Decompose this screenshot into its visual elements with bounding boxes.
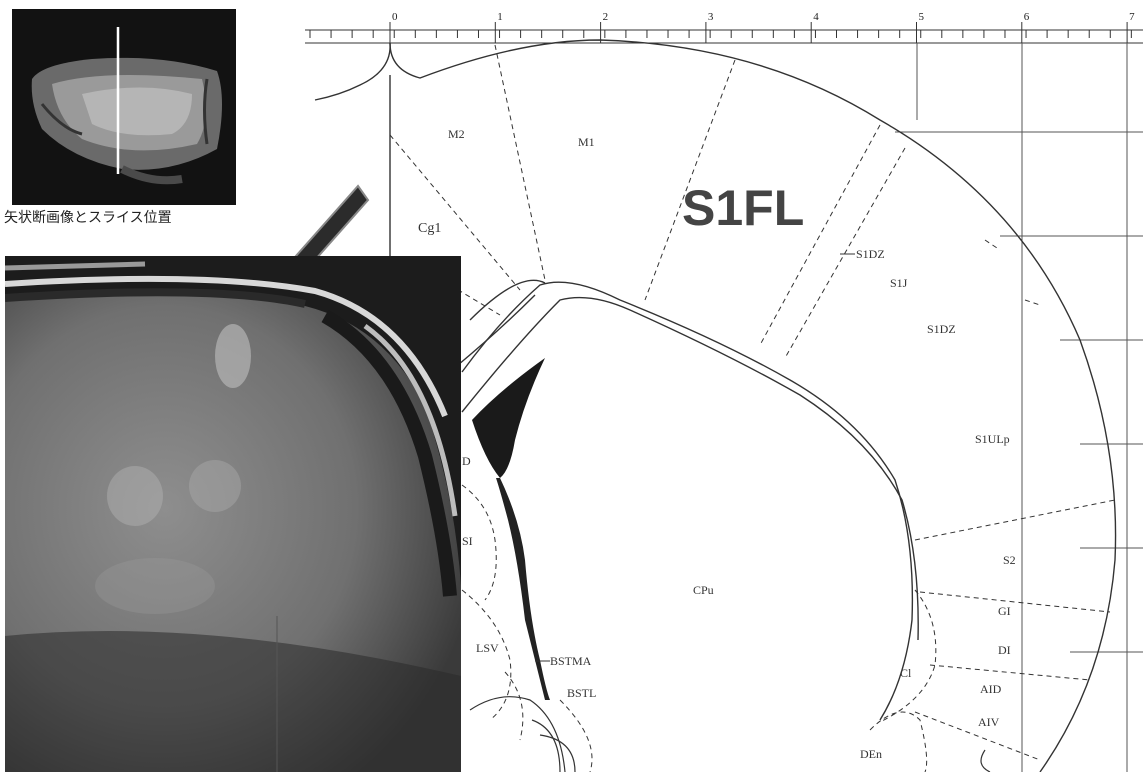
sagittal-thumbnail	[12, 9, 236, 205]
label-m1: M1	[578, 135, 595, 149]
label-aiv: AIV	[978, 715, 1000, 729]
label-s2: S2	[1003, 553, 1016, 567]
label-s1ulp: S1ULp	[975, 432, 1010, 446]
label-aid: AID	[980, 682, 1002, 696]
label-gi: GI	[998, 604, 1011, 618]
grid-lines	[895, 43, 1143, 772]
ruler-tick-label: 5	[919, 11, 925, 23]
label-s1fl: S1FL	[682, 180, 804, 236]
label-s1dz-lower: S1DZ	[927, 322, 956, 336]
ruler	[305, 30, 1143, 43]
label-s1dz-upper: S1DZ	[856, 247, 885, 261]
ruler-tick-label: 3	[708, 11, 714, 23]
label-bstl: BSTL	[567, 686, 596, 700]
label-lsv: LSV	[476, 641, 499, 655]
ruler-tick-label: 6	[1024, 11, 1030, 23]
label-s1j: S1J	[890, 276, 908, 290]
ventricle-tail	[496, 478, 550, 700]
subcortical-outline	[470, 697, 990, 772]
label-cl: Cl	[900, 666, 912, 680]
label-di: DI	[998, 643, 1011, 657]
ruler-ticks: 0 1 2 3 4 5 6 7	[390, 11, 1135, 43]
ruler-tick-label: 1	[497, 11, 503, 23]
lateral-ventricle	[472, 358, 545, 478]
ruler-tick-label: 7	[1129, 11, 1135, 23]
label-d: D	[462, 454, 471, 468]
label-m2: M2	[448, 127, 465, 141]
ruler-tick-label: 0	[392, 11, 398, 23]
label-bstma: BSTMA	[550, 654, 592, 668]
mri-coronal-image	[5, 256, 461, 772]
label-si: SI	[462, 534, 473, 548]
label-den: DEn	[860, 747, 882, 761]
label-cg1: Cg1	[418, 221, 441, 236]
ruler-tick-label: 4	[813, 11, 819, 23]
ruler-tick-label: 2	[603, 11, 609, 23]
thumbnail-caption: 矢状断画像とスライス位置	[4, 207, 244, 227]
label-cpu: CPu	[693, 583, 714, 597]
